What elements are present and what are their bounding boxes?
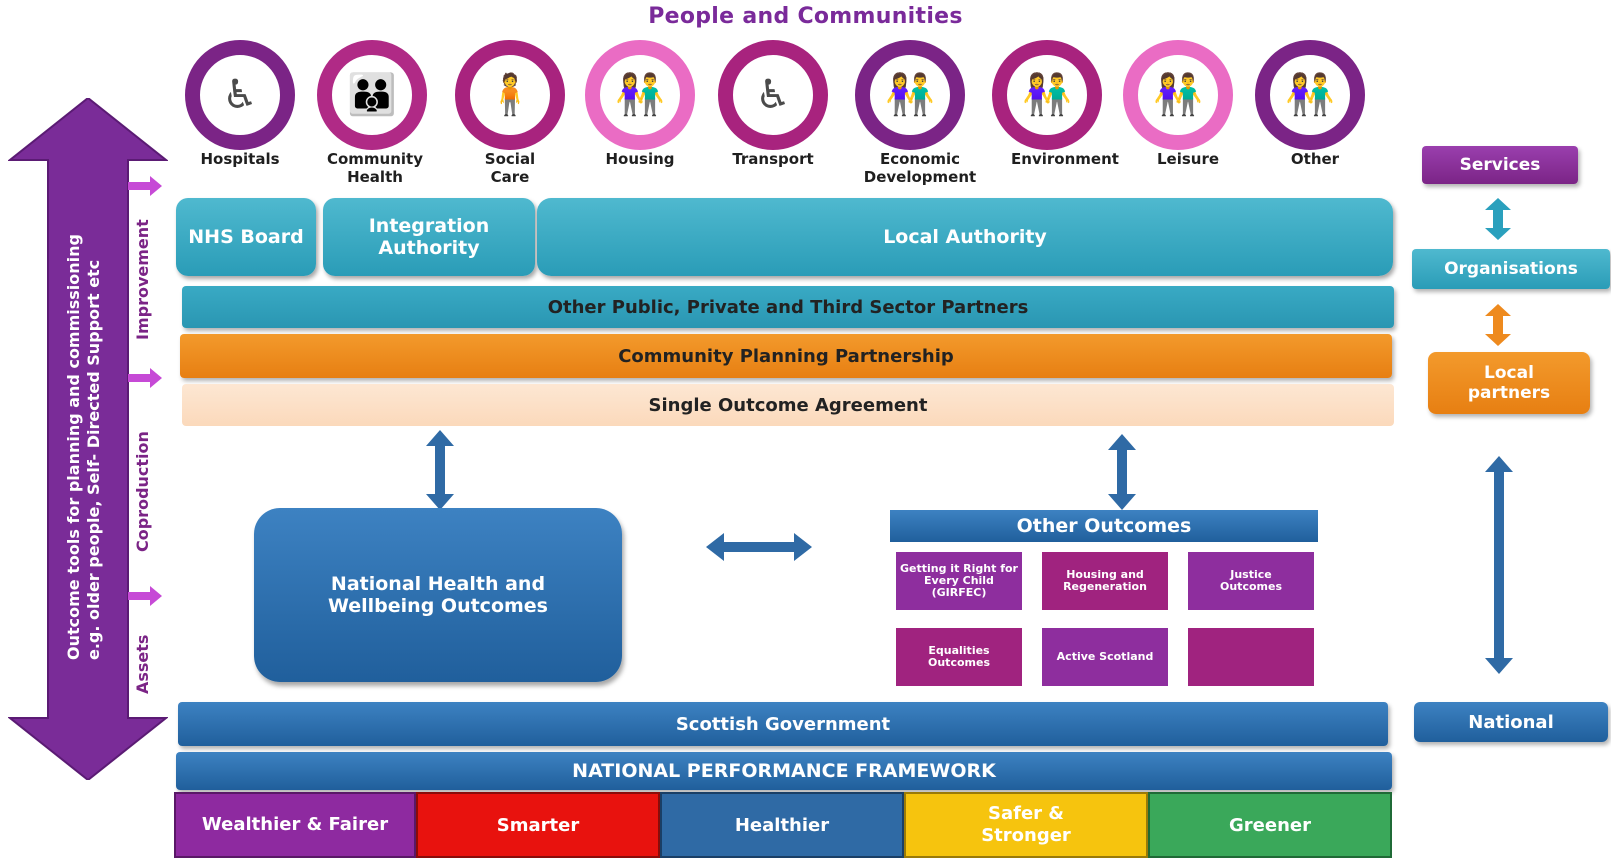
circle-label: Transport [732, 150, 814, 168]
justice-outcomes-box: Justice Outcomes [1188, 552, 1314, 610]
national-box: National [1414, 702, 1608, 742]
transport-circle: ♿ [718, 40, 828, 150]
leisure-circle: 👫 [1123, 40, 1233, 150]
community-health-circle: 👪 [317, 40, 427, 150]
circle-label: Community Health [326, 150, 424, 186]
right-arrow-icon [128, 368, 162, 388]
circle-label: Leisure [1156, 150, 1220, 168]
vertical-double-arrow-icon [426, 430, 454, 510]
equalities-outcomes-box: Equalities Outcomes [896, 628, 1022, 686]
objective-wealthier: Wealthier & Fairer [174, 792, 416, 858]
girfec-box: Getting it Right for Every Child (GIRFEC… [896, 552, 1022, 610]
couple-icon: 👫 [1022, 72, 1072, 118]
circle-label: Economic Development [863, 150, 977, 186]
empty-outcome-box [1188, 628, 1314, 686]
partners-bar: Other Public, Private and Third Sector P… [182, 286, 1394, 328]
economic-development-circle: 👫 [855, 40, 965, 150]
wheelchair-carer-icon: ♿ [222, 72, 258, 118]
services-box: Services [1422, 146, 1578, 184]
stage-assets: Assets [133, 634, 152, 694]
organisations-box: Organisations [1412, 249, 1610, 289]
objective-greener: Greener [1148, 792, 1392, 858]
right-arrow-icon [128, 176, 162, 196]
active-scotland-box: Active Scotland [1042, 628, 1168, 686]
national-outcomes-box: National Health and Wellbeing Outcomes [254, 508, 622, 682]
housing-circle: 👫 [585, 40, 695, 150]
arrow-text-line2: e.g. older people, Self- Directed Suppor… [84, 259, 103, 660]
scottish-government-bar: Scottish Government [178, 702, 1388, 746]
arrow-text-line1: Outcome tools for planning and commissio… [64, 233, 83, 660]
vertical-double-arrow-icon [1485, 456, 1513, 674]
nhs-board-box: NHS Board [176, 198, 316, 276]
circle-label: Housing [605, 150, 675, 168]
double-arrow-icon [8, 98, 168, 780]
vertical-double-arrow-icon [1485, 198, 1511, 240]
cpp-bar: Community Planning Partnership [180, 334, 1392, 378]
stage-improvement: Improvement [133, 219, 152, 340]
circle-label: Hospitals [200, 150, 280, 168]
stage-coproduction: Coproduction [133, 431, 152, 552]
couple-icon: 👫 [615, 72, 665, 118]
objective-smarter: Smarter [416, 792, 660, 858]
couple-icon: 👫 [1153, 72, 1203, 118]
vertical-double-arrow-icon [1485, 304, 1511, 346]
right-arrow-icon [128, 586, 162, 606]
social-care-circle: 🧍 [455, 40, 565, 150]
objective-safer: Safer & Stronger [904, 792, 1148, 858]
circle-label: Environment [1011, 150, 1119, 168]
page-title: People and Communities [648, 4, 963, 29]
objective-healthier: Healthier [660, 792, 904, 858]
integration-authority-box: Integration Authority [323, 198, 535, 276]
housing-regeneration-box: Housing and Regeneration [1042, 552, 1168, 610]
family-icon: 👪 [347, 72, 397, 118]
other-outcomes-header: Other Outcomes [890, 510, 1318, 542]
horizontal-double-arrow-icon [706, 533, 812, 561]
soa-bar: Single Outcome Agreement [182, 384, 1394, 426]
environment-circle: 👫 [992, 40, 1102, 150]
local-authority-box: Local Authority [537, 198, 1393, 276]
hospitals-circle: ♿ [185, 40, 295, 150]
local-partners-box: Local partners [1428, 352, 1590, 414]
npf-bar: NATIONAL PERFORMANCE FRAMEWORK [176, 752, 1392, 790]
person-icon: 🧍 [485, 72, 535, 118]
wheelchair-icon: ♿ [755, 72, 791, 118]
elderly-couple-icon: 👫 [885, 72, 935, 118]
vertical-double-arrow-icon [1108, 434, 1136, 510]
circle-label: Other [1290, 150, 1340, 168]
circle-label: Social Care [484, 150, 536, 186]
other-circle: 👫 [1255, 40, 1365, 150]
elderly-couple-icon: 👫 [1285, 72, 1335, 118]
